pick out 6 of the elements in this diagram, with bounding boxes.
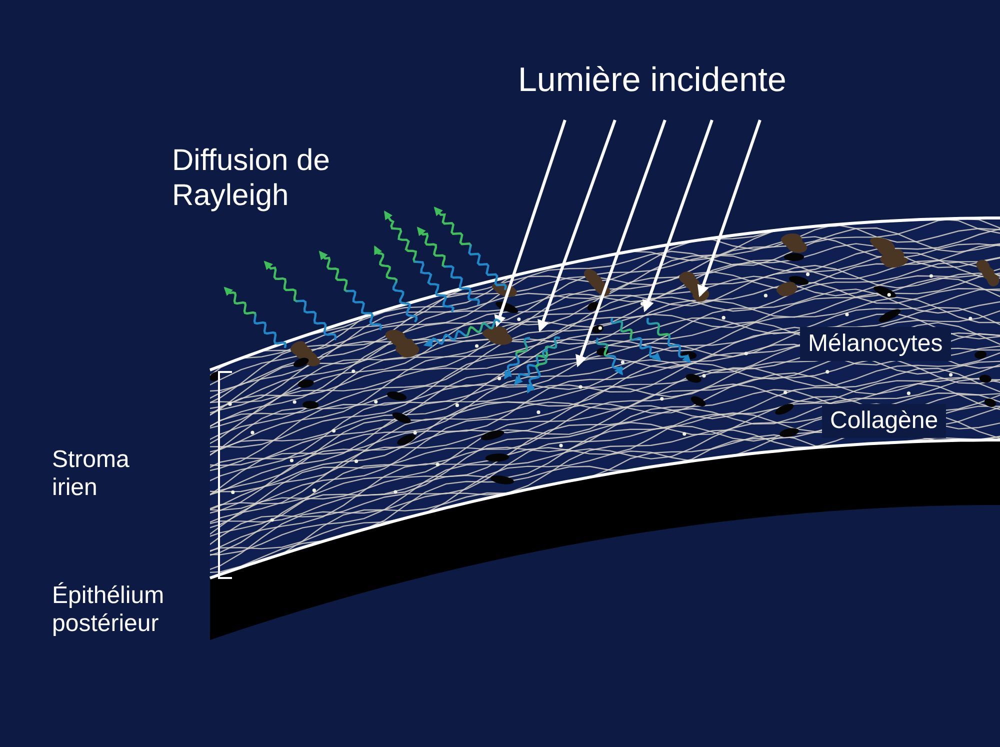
layer-label: Mélanocytes	[800, 327, 951, 362]
layer-label: Stroma irien	[52, 446, 130, 503]
heading-label: Diffusion de Rayleigh	[172, 143, 331, 214]
layer-label: Épithélium postérieur	[52, 582, 166, 639]
heading-label: Lumière incidente	[518, 60, 788, 100]
layer-label: Collagène	[822, 404, 946, 438]
